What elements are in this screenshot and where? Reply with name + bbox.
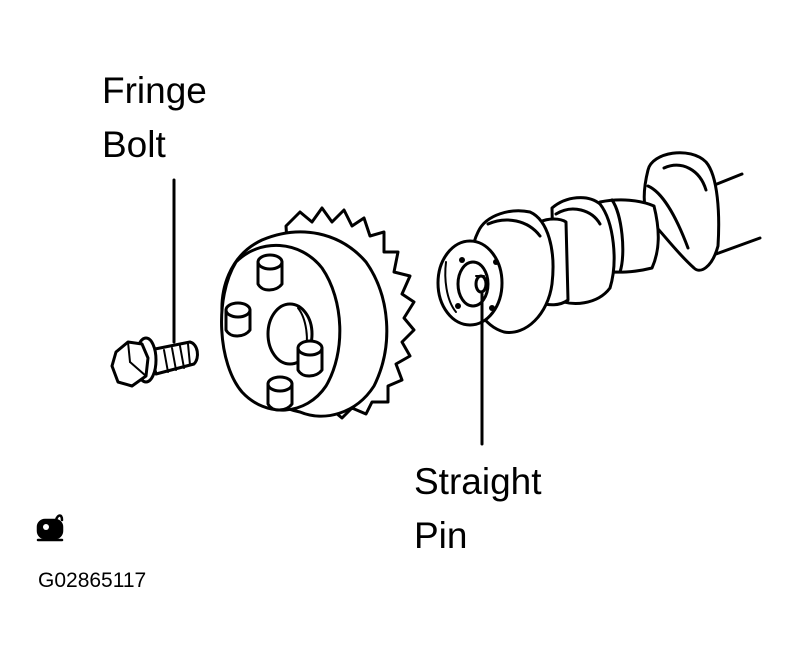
bolt-thread xyxy=(163,349,169,373)
cam-lobe-edge xyxy=(662,163,708,192)
fringe-bolt-label-line-1: Fringe xyxy=(102,70,207,111)
hub-boss xyxy=(256,253,284,292)
bolt-thread xyxy=(187,343,191,366)
face-detail xyxy=(455,303,461,309)
camshaft-timing-sprocket xyxy=(220,206,416,420)
shaft-upper-line xyxy=(710,172,744,188)
cam-lobe-face-line xyxy=(646,184,690,250)
face-detail xyxy=(459,257,465,263)
hex-edge xyxy=(127,341,131,363)
face-shading xyxy=(444,261,457,313)
hub-boss xyxy=(266,375,294,412)
straight-pin-label-line-2: Pin xyxy=(414,515,468,556)
fringe-bolt-label-line-2: Bolt xyxy=(102,124,166,165)
face-detail xyxy=(493,259,499,265)
fringe-bolt-label: Fringe Bolt xyxy=(102,64,207,172)
shaft-lower-line xyxy=(714,236,762,256)
oil-application-icon xyxy=(36,514,64,542)
figure-code: G02865117 xyxy=(38,569,147,592)
bolt-thread xyxy=(171,347,177,371)
straight-pin-label-line-1: Straight xyxy=(414,461,542,502)
bolt-thread xyxy=(179,345,185,369)
camshaft xyxy=(436,151,762,334)
hub-boss xyxy=(224,301,252,338)
hub-boss xyxy=(296,339,324,378)
hex-edge xyxy=(129,361,147,377)
flange-bolt xyxy=(110,336,199,388)
face-detail xyxy=(489,305,495,311)
collar-edge xyxy=(554,207,602,226)
shaft-neck-line xyxy=(610,198,625,274)
straight-pin-label: Straight Pin xyxy=(414,455,542,563)
bolt-hex-head xyxy=(110,340,150,388)
flange-edge xyxy=(486,218,542,238)
straight-pin xyxy=(474,274,488,294)
